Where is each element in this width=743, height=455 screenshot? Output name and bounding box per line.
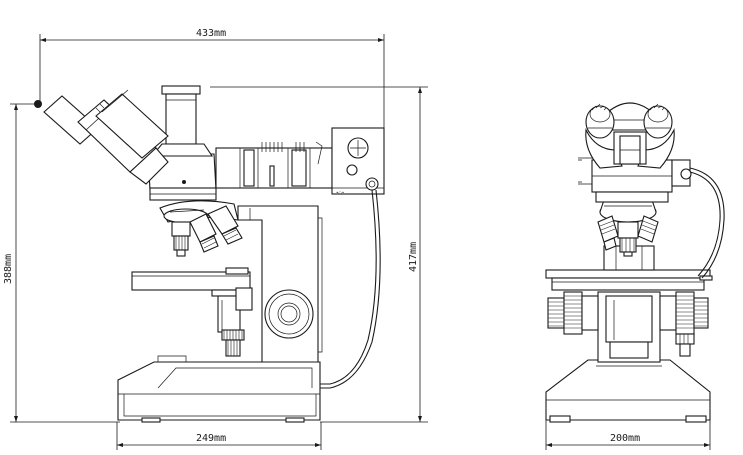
front-power-cable [689,167,725,279]
front-stage [545,245,713,291]
front-binocular [585,102,675,169]
side-power-cable [320,189,377,385]
side-stage-knob [221,329,245,357]
side-power-cable-outer [320,189,381,389]
side-objective-front [171,221,191,257]
front-right-knob [659,291,709,357]
dim-label-200: 200mm [610,433,640,444]
front-objective-right [637,215,659,243]
side-trinocular-port [150,85,214,157]
front-head [578,157,692,203]
side-view-microscope: •○• [43,85,385,423]
front-column [597,291,661,363]
dimension-front-width: 200mm [545,420,711,450]
side-objective-right2 [207,205,243,245]
side-objective-right1 [189,213,219,253]
dim-label-388: 388mm [3,254,14,284]
lamp-house-tiny-label: •○• [336,190,344,195]
dim-label-417: 417mm [408,242,419,272]
front-eyepiece-left [585,103,615,139]
side-base [117,355,321,423]
side-focus-knob [264,289,314,339]
side-eyepiece-tube [43,89,169,185]
front-base [545,359,711,423]
front-left-knob [547,291,599,335]
dim-label-433: 433mm [196,28,226,39]
front-nosepiece [599,199,657,223]
front-eyepiece-right [643,103,673,139]
front-view-microscope [545,102,725,423]
side-pillar [237,205,323,363]
eyepiece-reference-dot [34,100,42,108]
dimension-overall-height: 417mm [210,86,428,423]
side-lamp-house: •○• [331,127,385,195]
side-stage [131,267,253,333]
front-objective-left [597,215,619,251]
dimension-eyepiece-height: 388mm [3,100,120,423]
dimension-overall-width: 433mm [39,28,385,150]
side-illuminator-tube [215,141,333,189]
dimension-base-depth: 249mm [116,422,322,450]
dim-label-249: 249mm [196,433,226,444]
front-power-cable-inner [689,171,721,277]
front-objective-center [617,221,639,257]
